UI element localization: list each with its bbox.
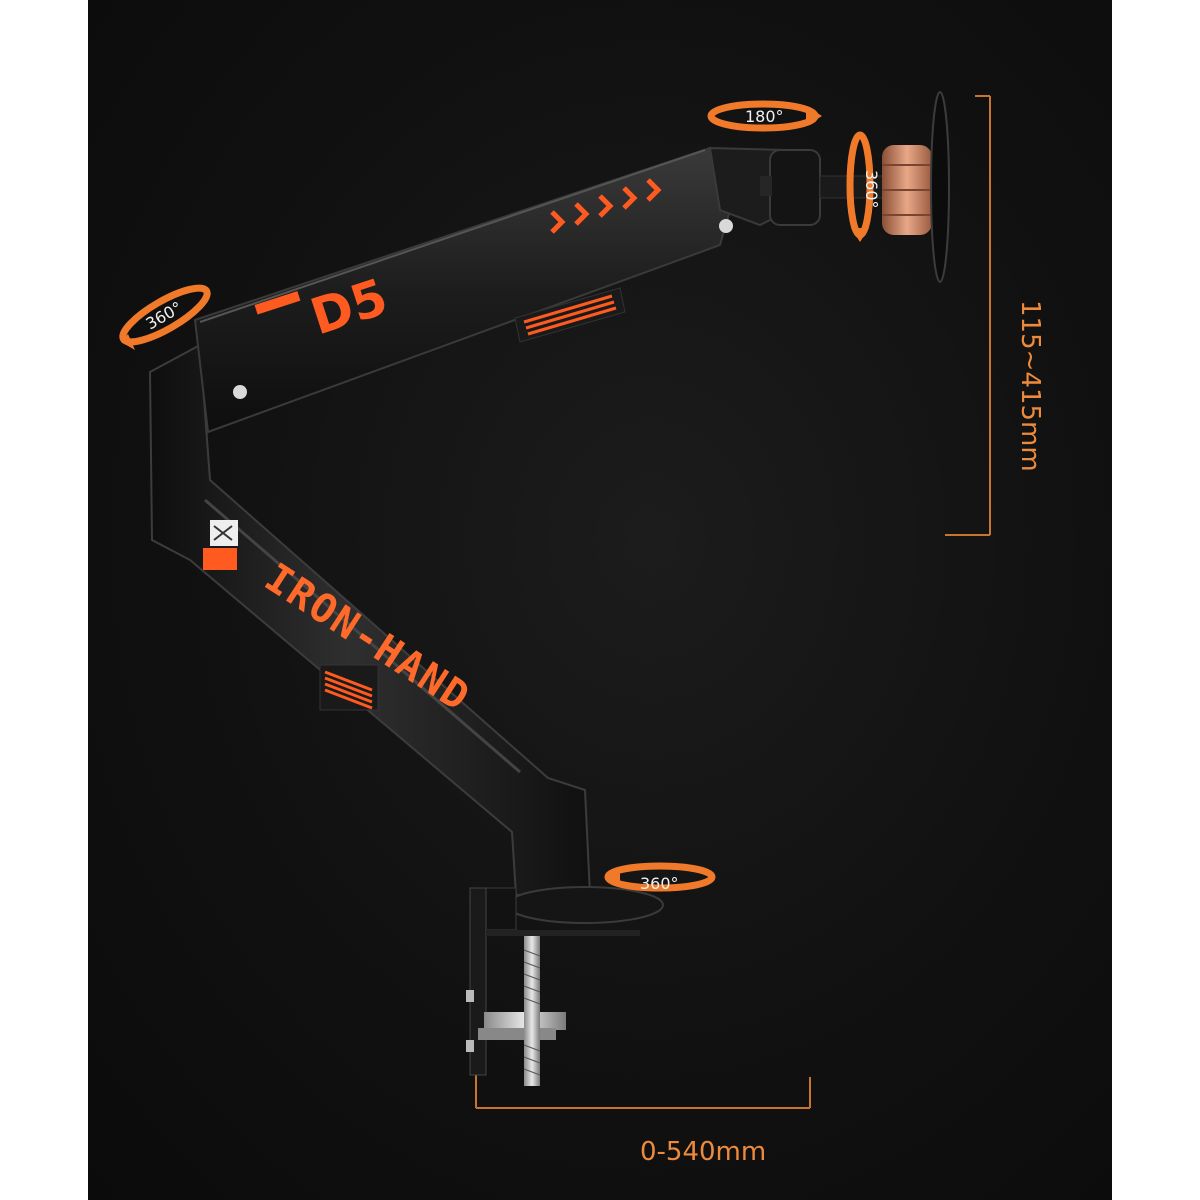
desk-clamp	[466, 886, 664, 1086]
upper-arm	[193, 146, 733, 434]
height-range-label: 115~415mm	[1015, 300, 1045, 472]
height-dimension-line	[945, 95, 991, 536]
rotation-label-top: 180°	[745, 107, 784, 126]
logo-badge	[203, 520, 238, 570]
rotation-label-vesa: 360°	[862, 170, 881, 209]
rotate-arrow-base-icon: 360°	[604, 862, 716, 893]
head-joint	[708, 146, 886, 227]
rotation-label-base: 360°	[640, 874, 679, 893]
upper-vent-block	[514, 287, 626, 343]
reach-range-label: 0-540mm	[640, 1137, 766, 1167]
rotate-arrow-top-icon: 180°	[707, 100, 822, 132]
vesa-mount	[882, 91, 950, 283]
reach-dimension-line	[475, 1072, 811, 1109]
chevron-arrows	[550, 178, 662, 234]
rotate-arrow-vesa-icon: 360°	[846, 131, 881, 242]
lower-vent-block	[319, 664, 379, 711]
